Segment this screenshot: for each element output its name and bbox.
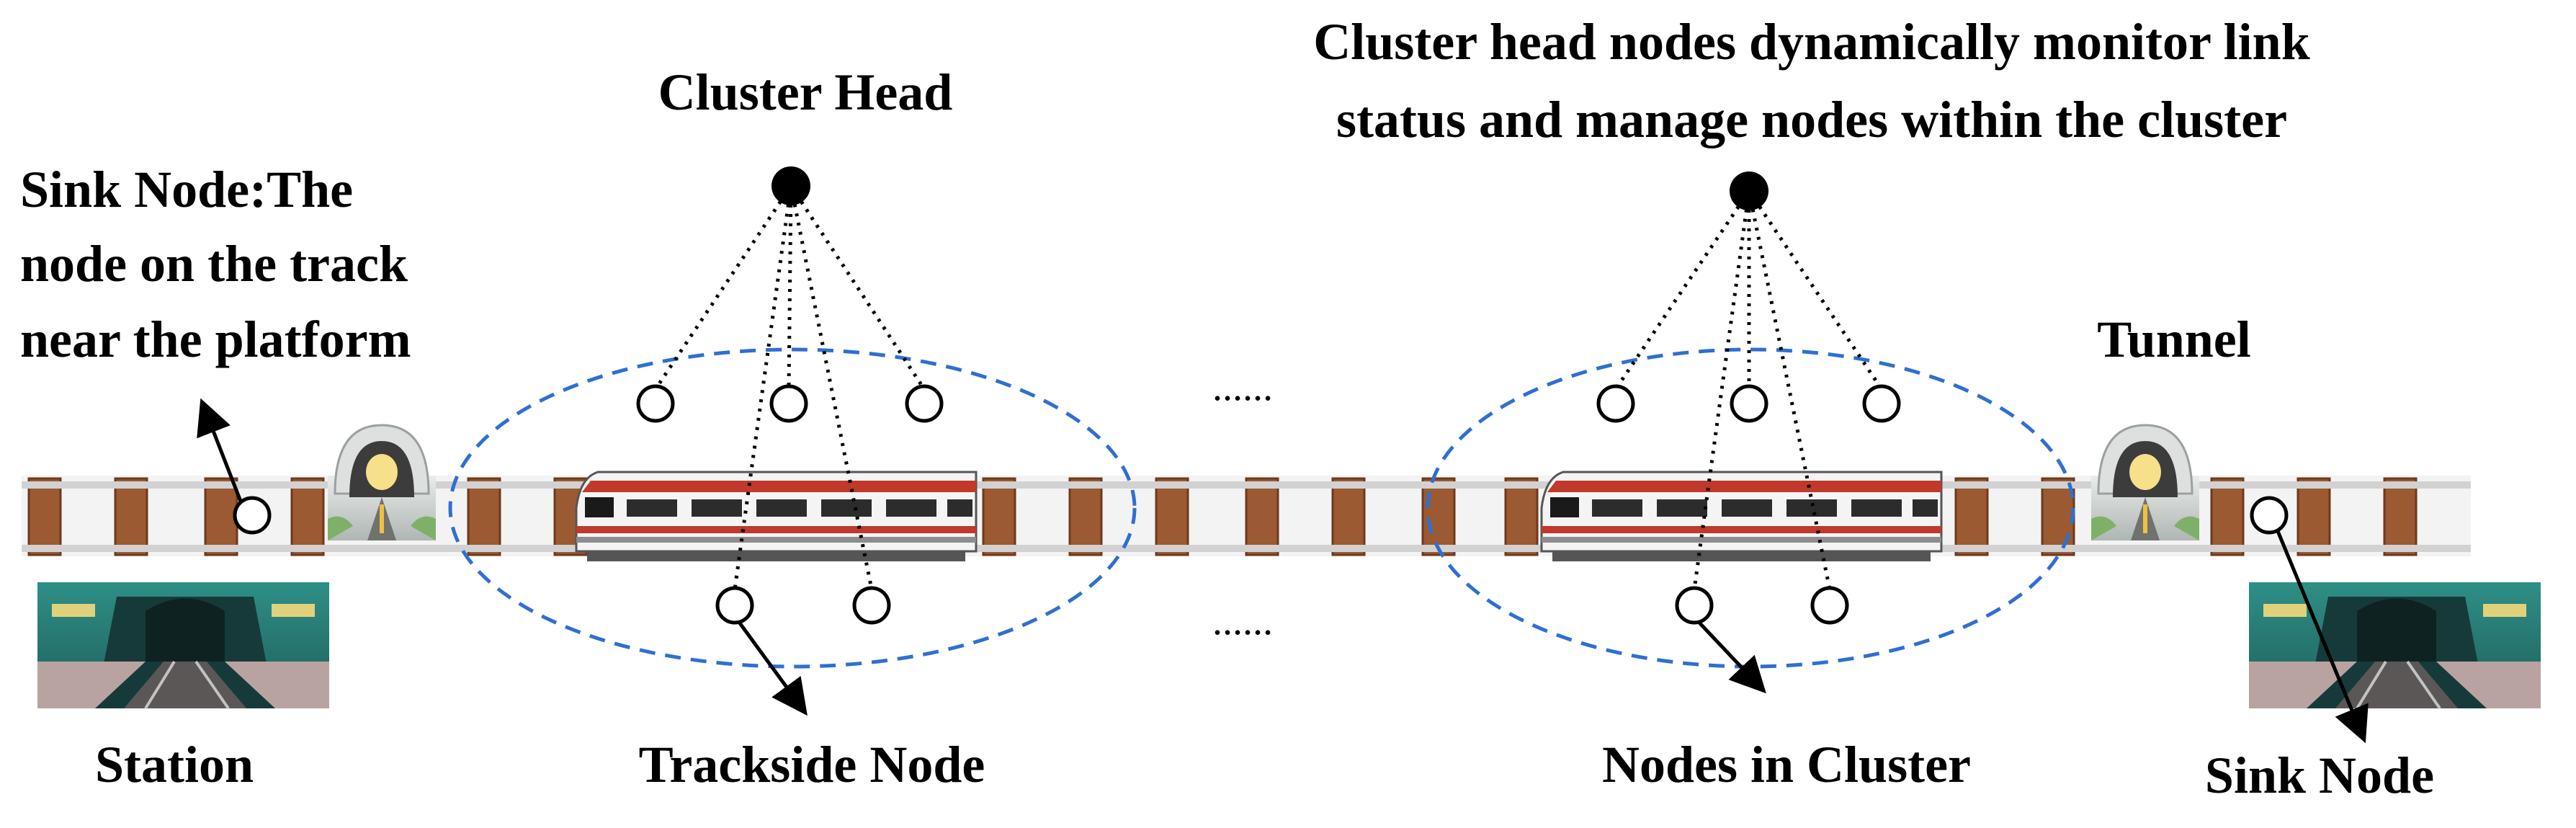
sleeper [114, 477, 148, 556]
sleeper [1954, 477, 1989, 556]
label-trackside-node: Trackside Node [639, 736, 985, 793]
sleeper [1245, 477, 1279, 556]
arrow-trackside [736, 620, 808, 716]
label-sink-desc-3: near the platform [20, 311, 411, 368]
label-cluster-desc-2: status and manage nodes within the clust… [1336, 91, 2287, 148]
sink-node-left [233, 496, 272, 535]
member-node [715, 586, 754, 625]
label-station: Station [95, 736, 254, 793]
sleeper [2041, 477, 2075, 556]
label-sink-desc-2: node on the track [20, 235, 408, 293]
label-nodes-in-cluster: Nodes in Cluster [1602, 736, 1971, 793]
sleeper [2210, 477, 2245, 556]
sleeper [467, 477, 501, 556]
sleeper [27, 477, 62, 556]
member-node [1862, 384, 1901, 423]
sleeper [1331, 477, 1366, 556]
arrow-sink-left [197, 398, 243, 504]
pointer-arrows [197, 398, 2369, 744]
member-node [1596, 384, 1635, 423]
member-node [769, 384, 808, 423]
tunnel-icon-right [2091, 424, 2199, 540]
member-node [636, 384, 675, 423]
train-icon-left [575, 471, 978, 561]
sleeper [1155, 477, 1189, 556]
train-icon-right [1540, 471, 1943, 561]
cluster-member-nodes [636, 384, 1901, 625]
tunnel-icon-left [328, 424, 436, 540]
label-sink-node: Sink Node [2205, 747, 2434, 804]
label-ellipsis-top: ...... [1212, 365, 1273, 409]
cluster-boundary-left [448, 347, 1137, 669]
sleeper [982, 477, 1016, 556]
sleeper [1421, 477, 1456, 556]
label-cluster-desc-1: Cluster head nodes dynamically monitor l… [1313, 13, 2310, 71]
member-node [1810, 586, 1849, 625]
rail-lower [22, 545, 2471, 552]
member-node [905, 384, 944, 423]
cluster-head-node-right [1730, 172, 1768, 210]
sink-node-right [2250, 496, 2289, 535]
station-icon-left [37, 582, 329, 710]
cluster-boundary-right [1426, 347, 2075, 669]
sleeper [290, 477, 325, 556]
rail-upper [22, 481, 2471, 489]
sleeper [204, 477, 238, 556]
member-node [852, 586, 891, 625]
sleeper [1068, 477, 1103, 556]
member-node [1675, 586, 1714, 625]
member-node [1730, 384, 1768, 423]
cluster-head-node-left [772, 166, 810, 205]
cluster-links-right [1614, 190, 1884, 590]
cluster-links-left [653, 184, 926, 590]
arrow-sink-right [2276, 530, 2369, 744]
sleeper [1504, 477, 1539, 556]
label-cluster-head: Cluster Head [658, 63, 953, 121]
label-ellipsis-bottom: ...... [1212, 599, 1273, 644]
sleeper [2297, 477, 2331, 556]
label-tunnel: Tunnel [2097, 311, 2251, 368]
arrow-nodes-in-cluster [1696, 620, 1766, 694]
sleeper [2383, 477, 2418, 556]
station-icon-right [2249, 582, 2541, 710]
label-sink-desc-1: Sink Node:The [20, 161, 353, 218]
